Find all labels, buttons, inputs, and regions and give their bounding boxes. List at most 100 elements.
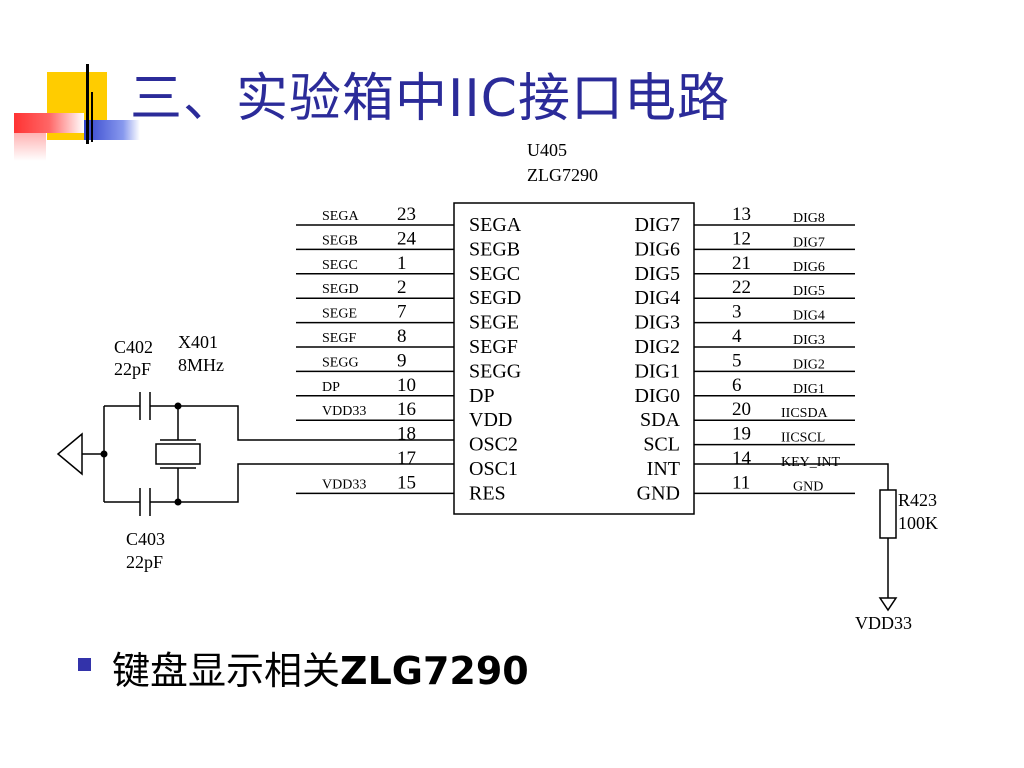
decor-red-bar <box>14 113 84 133</box>
left-pin-name: SEGB <box>469 238 520 260</box>
right-pin-net: DIG6 <box>793 260 825 275</box>
right-pin-name: SDA <box>640 409 681 431</box>
left-pin-name: OSC2 <box>469 434 518 456</box>
osc1-wire <box>178 463 454 503</box>
right-pin-number: 21 <box>732 253 751 274</box>
zlg7290-chip: U405 ZLG7290 <box>453 140 695 515</box>
left-pin-net: SEGD <box>322 282 359 297</box>
left-pin-number: 18 <box>397 424 416 445</box>
left-pin-number: 8 <box>397 326 407 347</box>
decor-blue-bar <box>84 120 140 140</box>
left-pin-net: SEGE <box>322 307 357 322</box>
right-pin-net: IICSDA <box>781 406 829 421</box>
right-pin-number: 13 <box>732 204 751 225</box>
left-pin-number: 24 <box>397 228 417 249</box>
right-pin-number: 12 <box>732 228 751 249</box>
c403-ref: C403 <box>126 529 165 549</box>
right-pin-number: 14 <box>732 448 752 469</box>
decor-pink-fade <box>14 133 46 161</box>
left-pin-name: SEGD <box>469 287 521 309</box>
right-pin-name: INT <box>647 458 680 480</box>
right-pin-net: DIG2 <box>793 357 825 372</box>
oscillator-circuit <box>56 392 454 516</box>
right-pin-name: DIG6 <box>634 238 680 260</box>
left-pin-number: 23 <box>397 204 416 225</box>
x401-value: 8MHz <box>178 355 224 375</box>
junction-dots <box>100 402 182 506</box>
right-pin-name: GND <box>637 482 680 504</box>
chip-body <box>453 202 695 515</box>
left-pin-net: SEGC <box>322 258 358 273</box>
bullet-square <box>78 658 91 671</box>
right-pin-net: DIG8 <box>793 211 825 226</box>
c402-ref: C402 <box>114 337 153 357</box>
left-pin-name: DP <box>469 385 495 407</box>
r423-body <box>879 489 897 539</box>
right-pin-net: KEY_INT <box>781 455 841 470</box>
right-pin-net: DIG5 <box>793 284 825 299</box>
right-pin-name: DIG0 <box>634 385 680 407</box>
right-pin-number: 6 <box>732 375 742 396</box>
left-pin-number: 10 <box>397 375 416 396</box>
left-pin-name: VDD <box>469 409 512 431</box>
right-pin-name: DIG2 <box>634 336 680 358</box>
left-pin-name: SEGF <box>469 336 518 358</box>
bullet-bold: ZLG7290 <box>340 649 529 693</box>
right-pin-number: 4 <box>732 326 742 347</box>
left-pin-name: SEGG <box>469 360 521 382</box>
left-pin-name: OSC1 <box>469 458 518 480</box>
right-pin-net: DIG1 <box>793 382 825 397</box>
ground-symbol <box>56 432 83 476</box>
chip-part: ZLG7290 <box>527 165 598 185</box>
osc2-wire <box>178 405 454 441</box>
right-pin-name: DIG7 <box>634 214 680 236</box>
right-pin-net: DIG7 <box>793 235 825 250</box>
left-pin-net: DP <box>322 380 340 395</box>
key-int-wire <box>694 463 889 490</box>
pullup-resistor <box>694 463 898 612</box>
right-pin-number: 3 <box>732 302 742 323</box>
right-pin-net: DIG3 <box>793 333 825 348</box>
right-pin-name: SCL <box>643 434 680 456</box>
left-pin-name: SEGC <box>469 263 520 285</box>
left-pin-number: 1 <box>397 253 407 274</box>
r423-ref: R423 <box>898 490 937 510</box>
right-pin-name: DIG5 <box>634 263 680 285</box>
left-pin-net: SEGF <box>322 331 356 346</box>
left-pin-net: SEGA <box>322 209 359 224</box>
left-pin-number: 9 <box>397 350 407 371</box>
right-pin-name: DIG4 <box>634 287 680 309</box>
vdd-arrow <box>878 597 898 612</box>
vdd33-label: VDD33 <box>855 613 912 633</box>
x401-ref: X401 <box>178 332 218 352</box>
left-pin-name: SEGE <box>469 312 519 334</box>
right-pin-net: GND <box>793 479 823 494</box>
slide-title: 三、实验箱中IIC接口电路 <box>130 69 730 129</box>
bullet-item: 键盘显示相关ZLG7290 <box>112 640 529 695</box>
bullet-prefix: 键盘显示相关 <box>112 649 341 693</box>
left-pin-number: 16 <box>397 399 416 420</box>
chip-ref: U405 <box>527 140 567 160</box>
c402-value: 22pF <box>114 359 151 379</box>
right-pin-number: 20 <box>732 399 751 420</box>
right-pin-number: 22 <box>732 277 751 298</box>
right-pin-net: IICSCL <box>781 431 825 446</box>
right-pin-number: 5 <box>732 350 742 371</box>
left-pin-net: SEGB <box>322 233 358 248</box>
left-pin-net: VDD33 <box>322 477 366 492</box>
r423-value: 100K <box>898 513 938 533</box>
left-pin-name: RES <box>469 482 506 504</box>
decor-vertical-line-short <box>91 92 93 142</box>
decor-vertical-line <box>86 64 89 144</box>
right-pin-name: DIG3 <box>634 312 680 334</box>
left-pin-number: 15 <box>397 472 416 493</box>
left-pin-name: SEGA <box>469 214 522 236</box>
right-pin-number: 11 <box>732 472 750 493</box>
left-pin-number: 17 <box>397 448 416 469</box>
crystal-body <box>155 443 201 465</box>
left-pin-number: 7 <box>397 302 407 323</box>
right-pin-net: DIG4 <box>793 309 825 324</box>
